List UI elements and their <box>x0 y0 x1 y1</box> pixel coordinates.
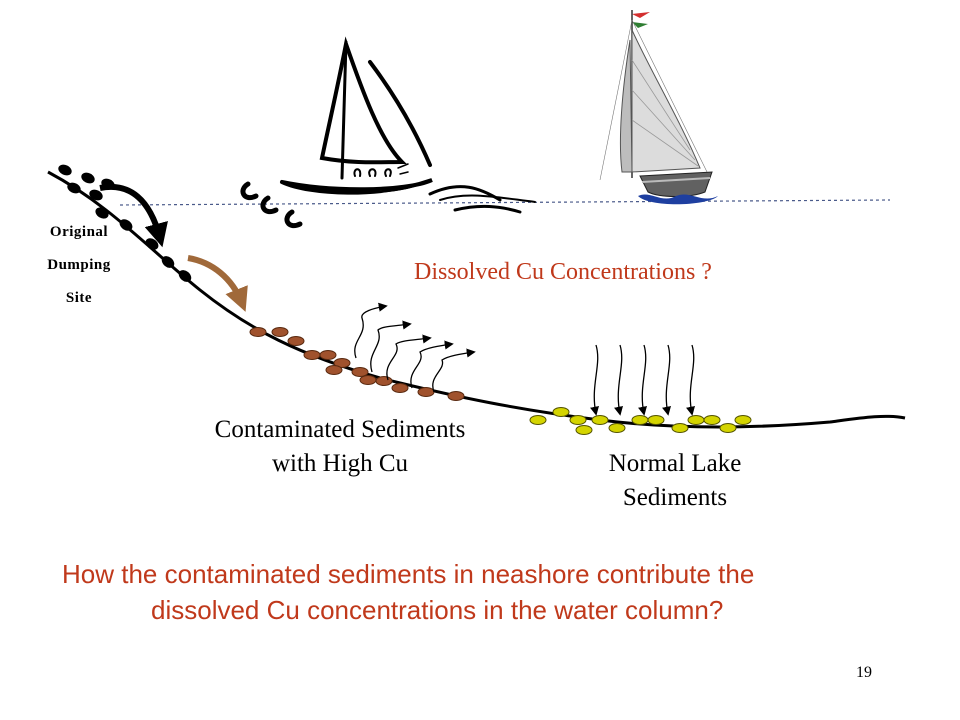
transport-arrow-brown <box>187 255 248 312</box>
contaminated-label-line1: Contaminated Sediments <box>214 416 466 443</box>
normal-label-line1: Normal Lake <box>608 450 742 477</box>
contaminated-label-line2: with High Cu <box>271 450 409 477</box>
water-surface-line <box>119 199 891 206</box>
settling-arrows <box>590 344 695 416</box>
page-number: 19 <box>856 664 872 681</box>
research-question-line1: How the contaminated sediments in neasho… <box>62 559 755 589</box>
lake-bottom-profile <box>47 170 906 429</box>
normal-sediments <box>529 407 752 435</box>
site-label-line1: Original <box>49 224 109 240</box>
site-label-line2: Dumping <box>47 257 111 273</box>
research-question-line2: dissolved Cu concentrations in the water… <box>151 595 724 625</box>
site-label-line3: Site <box>65 290 93 306</box>
research-question: How the contaminated sediments in neasho… <box>40 556 940 628</box>
release-arrows <box>354 302 476 393</box>
contaminated-sediments-label: Contaminated Sediments with High Cu <box>170 413 510 481</box>
contaminated-sediments <box>249 327 465 401</box>
normal-sediments-label: Normal Lake Sediments <box>560 447 790 515</box>
transport-arrow-black <box>99 183 168 248</box>
dissolved-cu-title: Dissolved Cu Concentrations ? <box>414 259 712 285</box>
normal-label-line2: Sediments <box>622 484 728 511</box>
sketch-sailboat-icon <box>240 36 536 228</box>
clipart-sailboat-icon <box>599 10 718 205</box>
original-dumping-site-label: Original Dumping Site <box>34 216 124 315</box>
